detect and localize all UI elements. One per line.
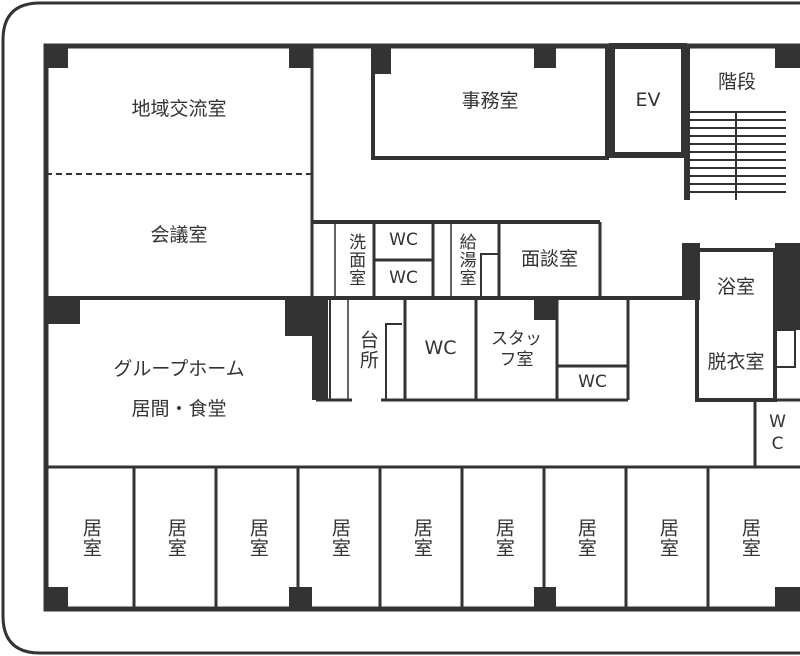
room-staff: スタッフ室 — [491, 328, 542, 370]
room-office: 事務室 — [461, 90, 519, 113]
room-stairs: 階段 — [717, 70, 756, 93]
room-wc-1: WC — [389, 230, 418, 251]
room-wc-4: WC — [578, 372, 607, 393]
room-bedroom: 居室 — [328, 518, 351, 558]
room-community: 地域交流室 — [131, 98, 227, 121]
room-bedroom: 居室 — [656, 518, 679, 558]
room-wc-5: WC — [769, 412, 786, 454]
room-dressing: 脱衣室 — [707, 350, 765, 373]
room-group-home: グループホーム — [113, 358, 245, 381]
room-wc-2: WC — [389, 268, 418, 289]
room-wc-3: WC — [424, 337, 457, 360]
room-interview: 面談室 — [520, 248, 578, 271]
room-bath: 浴室 — [716, 275, 755, 298]
room-washroom: 洗面室 — [345, 233, 366, 287]
room-kitchen: 台所 — [356, 330, 379, 370]
room-bedroom: 居室 — [410, 518, 433, 558]
room-ev: EV — [635, 88, 661, 111]
room-bedroom: 居室 — [492, 518, 515, 558]
room-bedroom: 居室 — [574, 518, 597, 558]
room-kettle: 給湯室 — [455, 233, 476, 287]
room-meeting: 会議室 — [150, 224, 208, 247]
room-bedroom: 居室 — [738, 518, 761, 558]
room-bedroom: 居室 — [164, 518, 187, 558]
room-living: 居間・食堂 — [131, 398, 227, 421]
room-bedroom: 居室 — [246, 518, 269, 558]
room-bedroom: 居室 — [79, 518, 102, 558]
